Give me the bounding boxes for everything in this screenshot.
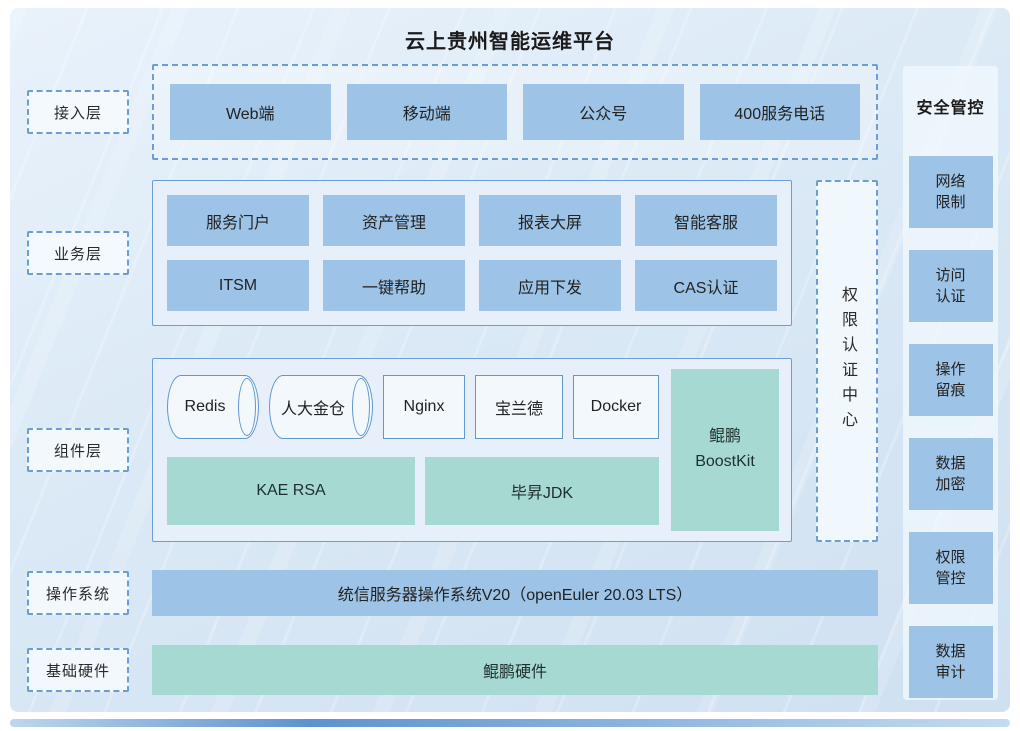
os-bar: 统信服务器操作系统V20（openEuler 20.03 LTS） [152, 570, 878, 616]
component-box-kae-rsa: KAE RSA [167, 457, 415, 525]
security-item-permission: 权限 管控 [908, 532, 993, 604]
business-item-portal: 服务门户 [167, 195, 309, 246]
layer-label-component: 组件层 [27, 428, 129, 472]
component-box-bolande: 宝兰德 [475, 375, 563, 439]
component-cylinder-kingbase: 人大金仓 [269, 375, 373, 439]
security-item-op-trace: 操作 留痕 [908, 344, 993, 416]
business-row-2: ITSM 一键帮助 应用下发 CAS认证 [167, 260, 777, 311]
bottom-accent-bar [10, 719, 1010, 727]
business-item-cas: CAS认证 [635, 260, 777, 311]
layer-label-access: 接入层 [27, 90, 129, 134]
layer-label-business: 业务层 [27, 231, 129, 275]
business-item-assets: 资产管理 [323, 195, 465, 246]
security-panel-title: 安全管控 [916, 100, 985, 117]
component-box-docker: Docker [573, 375, 659, 439]
business-item-reports: 报表大屏 [479, 195, 621, 246]
security-item-access-auth: 访问 认证 [908, 250, 993, 322]
business-layer-container: 服务门户 资产管理 报表大屏 智能客服 ITSM 一键帮助 应用下发 CAS认证 [152, 180, 792, 326]
security-panel: 安全管控 网络 限制 访问 认证 操作 留痕 数据 加密 权限 管控 数据 审计 [903, 66, 998, 700]
business-item-itsm: ITSM [167, 260, 309, 311]
access-item-wechat: 公众号 [523, 84, 684, 140]
component-label-redis: Redis [184, 398, 226, 415]
business-item-appdeploy: 应用下发 [479, 260, 621, 311]
access-layer-container: Web端 移动端 公众号 400服务电话 [152, 64, 878, 160]
cylinder-cap-icon [238, 378, 256, 436]
auth-center-box: 权限认证中心 [816, 180, 878, 542]
component-label-kingbase: 人大金仓 [280, 401, 345, 418]
business-item-onehelp: 一键帮助 [323, 260, 465, 311]
business-item-service: 智能客服 [635, 195, 777, 246]
diagram-title: 云上贵州智能运维平台 [405, 31, 615, 53]
component-cylinder-redis: Redis [167, 375, 259, 439]
diagram-canvas: 云上贵州智能运维平台 接入层 业务层 组件层 操作系统 基础硬件 Web端 移动… [10, 8, 1010, 712]
component-box-boostkit: 鲲鹏 BoostKit [671, 369, 779, 531]
component-box-nginx: Nginx [383, 375, 465, 439]
security-item-encryption: 数据 加密 [908, 438, 993, 510]
layer-label-os: 操作系统 [27, 571, 129, 615]
layer-label-hardware: 基础硬件 [27, 648, 129, 692]
component-box-bisheng-jdk: 毕昇JDK [425, 457, 659, 525]
access-item-mobile: 移动端 [346, 84, 507, 140]
access-item-web: Web端 [170, 84, 331, 140]
access-item-hotline: 400服务电话 [699, 84, 860, 140]
security-item-audit: 数据 审计 [908, 626, 993, 698]
security-item-network: 网络 限制 [908, 156, 993, 228]
business-row-1: 服务门户 资产管理 报表大屏 智能客服 [167, 195, 777, 246]
component-layer-container: Redis 人大金仓 Nginx 宝兰德 Docker 鲲鹏 BoostKit … [152, 358, 792, 542]
cylinder-cap-icon [352, 378, 370, 436]
hardware-bar: 鲲鹏硬件 [152, 645, 878, 695]
auth-center-label: 权限认证中心 [839, 286, 856, 436]
